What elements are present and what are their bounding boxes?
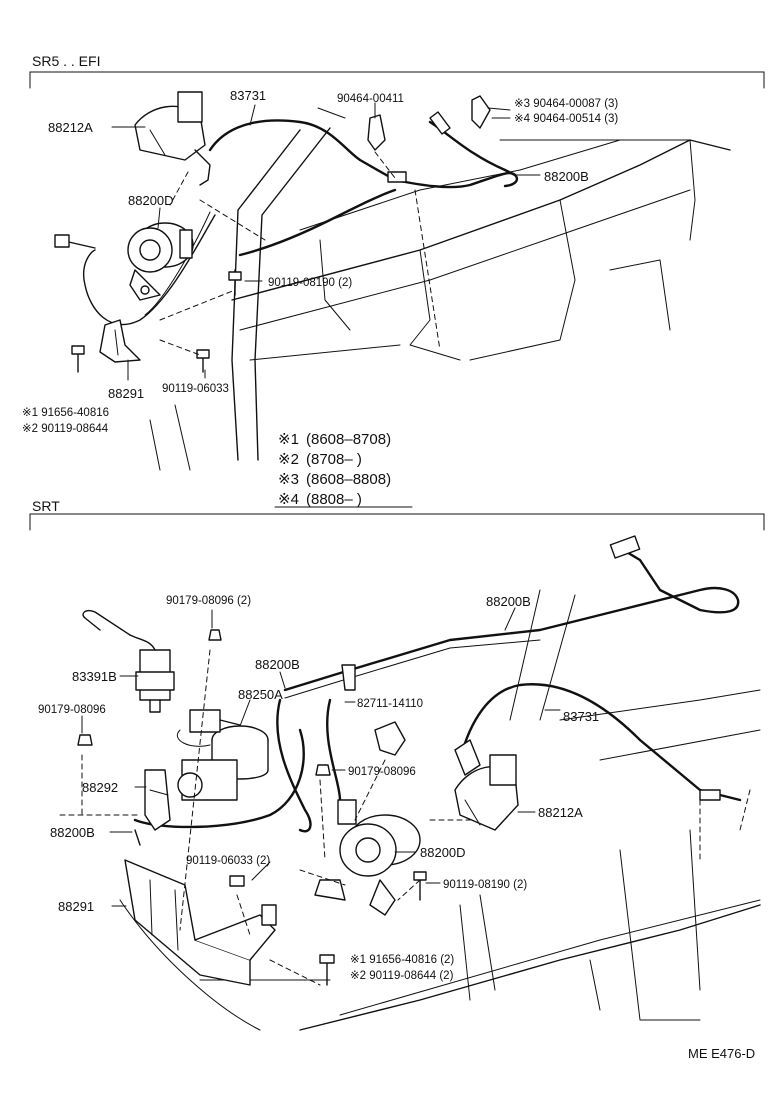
bottom-sensor-83391B [82,609,175,713]
label-90179-08096-left: 90179-08096 [38,704,106,716]
label-90119-06033-top: 90119-06033 [162,383,229,395]
legend-range-1: (8608–8708) [306,431,391,448]
label-83731-top: 83731 [230,88,266,103]
bottom-bracket-88292 [144,769,171,831]
label-83391B: 83391B [72,669,117,684]
label-90119-06033-bottom: 90119-06033 (2) [186,855,270,867]
section-title-sr5: SR5 . . EFI [32,53,100,69]
top-dash-lines [159,151,441,356]
top-fasteners [71,95,491,373]
legend-mark-4: ※4 [278,491,299,508]
label-91656-40816-top: ※1 91656-40816 [22,407,109,419]
legend-mark-2: ※2 [278,451,299,468]
bottom-fasteners [77,629,427,986]
label-88250A: 88250A [238,687,283,702]
bottom-hose-88200B [133,535,740,846]
label-90464-00411: 90464-00411 [337,93,404,105]
label-88200D-bottom: 88200D [420,845,466,860]
label-88291-top: 88291 [108,386,144,401]
label-88292: 88292 [82,780,118,795]
top-leaders [111,102,541,381]
top-actuator-88200D [54,222,194,301]
label-90179-08096-mid: 90179-08096 [348,766,416,778]
section-frame-sr5 [29,71,765,89]
bottom-leaders [81,607,561,907]
legend-range-3: (8608–8808) [306,471,391,488]
label-82711-14110: 82711-14110 [357,698,423,710]
label-90119-08644-bottom: ※2 90119-08644 (2) [350,970,454,982]
legend-mark-3: ※3 [278,471,299,488]
section-frame-srt [29,513,765,531]
label-90464-00087: ※3 90464-00087 (3) [514,98,618,110]
label-90179-08096-2: 90179-08096 (2) [166,595,251,607]
label-90119-08190-top: 90119-08190 (2) [268,277,352,289]
bottom-sensor-88212A [454,754,519,831]
bottom-valve-88250A [177,709,269,801]
label-88200B-bottom-left: 88200B [50,825,95,840]
top-body-outline [149,107,731,471]
bottom-body-outline [119,589,761,1031]
legend-mark-1: ※1 [278,431,299,448]
bottom-actuator-88200D [314,799,421,916]
label-88200D-top: 88200D [128,193,174,208]
label-90119-08644-top: ※2 90119-08644 [22,423,109,435]
label-91656-40816-bottom: ※1 91656-40816 (2) [350,954,454,966]
label-88212A-bottom: 88212A [538,805,583,820]
label-88291-bottom: 88291 [58,899,94,914]
bottom-bracket-88291 [124,859,277,986]
legend-range-2: (8708– ) [306,451,362,468]
bottom-dash-lines [59,649,751,986]
top-sensor-88212A [134,91,211,186]
bottom-cable-83731 [454,683,742,802]
label-88200B-bottom-mid: 88200B [255,657,300,672]
label-88200B-bottom-top: 88200B [486,594,531,609]
top-cable-83731 [208,111,519,189]
legend-range-4: (8808– ) [306,491,362,508]
label-83731-bottom: 83731 [563,709,599,724]
top-bracket-88291 [99,319,141,363]
label-88212A-top: 88212A [48,120,93,135]
diagram-code: ME E476-D [688,1046,755,1061]
section-title-srt: SRT [32,498,60,514]
label-90119-08190-bottom: 90119-08190 (2) [443,879,527,891]
legend: ※1 (8608–8708) ※2 (8708– ) ※3 (8608–8808… [274,431,413,508]
label-90464-00514: ※4 90464-00514 (3) [514,113,618,125]
label-88200B-top: 88200B [544,169,589,184]
